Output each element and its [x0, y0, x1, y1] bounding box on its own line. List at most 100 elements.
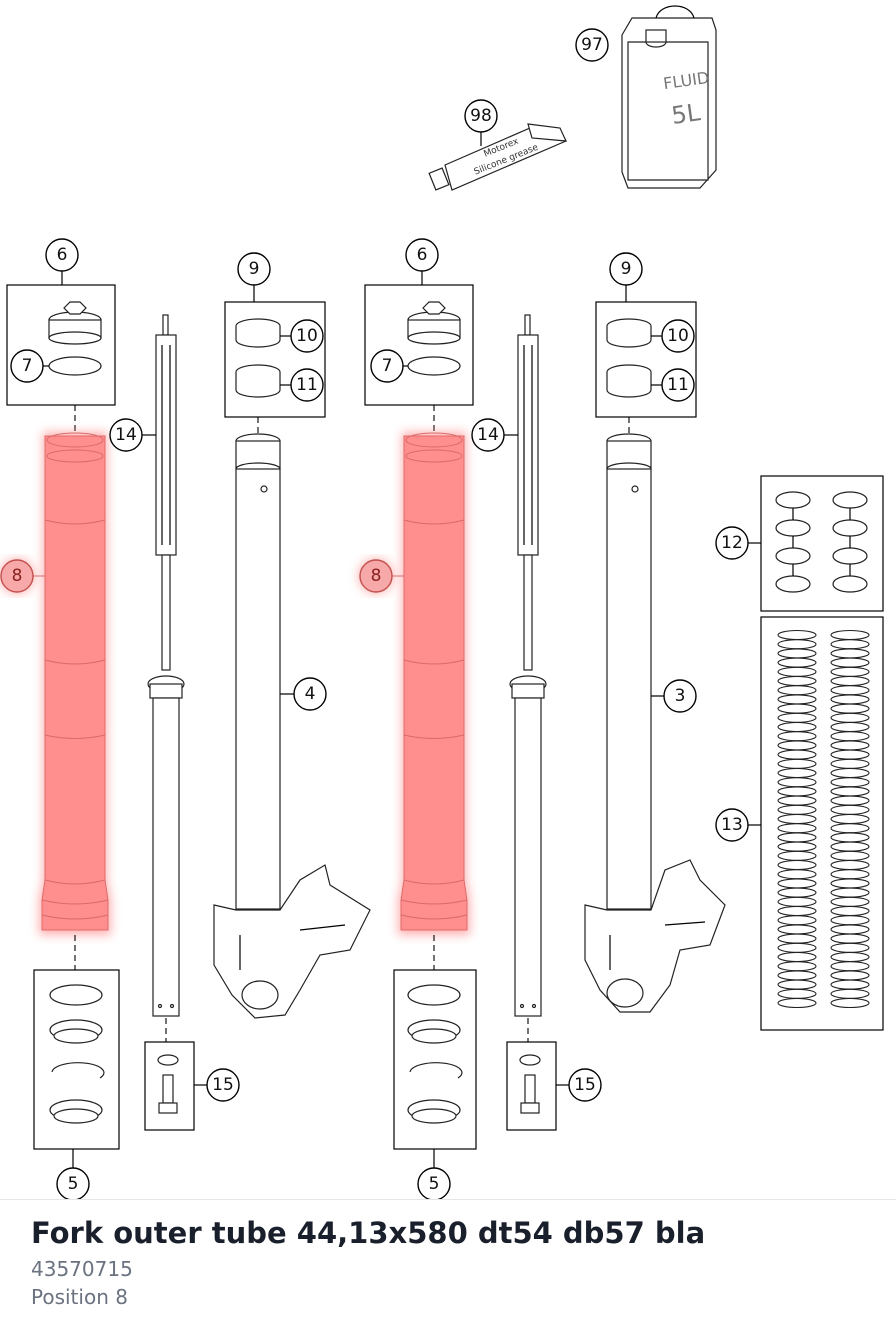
seal-kit-box-left	[33, 969, 120, 1150]
svg-text:14: 14	[477, 425, 499, 445]
spring-coil	[830, 951, 870, 963]
spring-coil	[777, 933, 817, 944]
spring-coil	[830, 942, 870, 953]
svg-text:12: 12	[721, 533, 743, 553]
callout-7-right[interactable]: 7	[370, 349, 404, 383]
callout-5-left[interactable]: 5	[56, 1167, 90, 1200]
bushing-10-left[interactable]	[235, 318, 281, 348]
callout-13[interactable]: 13	[715, 808, 749, 842]
svg-text:6: 6	[417, 245, 428, 265]
seal-kit-left[interactable]	[49, 984, 105, 1124]
seal-kit-box-right	[393, 969, 477, 1150]
fork-fluid-can[interactable]: FLUID 5L	[621, 5, 717, 189]
spring-coil	[777, 841, 817, 852]
callout-10-right[interactable]: 10	[661, 319, 695, 353]
bushing-11-right[interactable]	[606, 364, 652, 398]
spring-coil	[777, 869, 817, 880]
svg-text:9: 9	[249, 259, 260, 279]
spring-coil	[777, 749, 817, 760]
spring-coil	[777, 951, 817, 963]
callout-15-left[interactable]: 15	[206, 1068, 240, 1102]
spring-coil	[830, 905, 870, 917]
spring-coil	[830, 915, 870, 926]
o-ring-left[interactable]	[48, 356, 102, 376]
callout-11-left[interactable]: 11	[290, 368, 324, 402]
spring-coil	[830, 657, 870, 668]
callout-98[interactable]: 98	[464, 99, 498, 146]
callout-9-right[interactable]: 9	[609, 252, 643, 286]
bushing-kit-box-right	[595, 301, 697, 418]
svg-text:8: 8	[12, 566, 23, 586]
callout-11-right[interactable]: 11	[661, 368, 695, 402]
silicone-grease-tube[interactable]: Motorex Silicone grease	[428, 123, 567, 191]
o-ring-right[interactable]	[407, 356, 461, 376]
spring-coil	[830, 850, 870, 861]
fork-outer-tube-left[interactable]	[39, 432, 111, 935]
seal-kit-right[interactable]	[407, 984, 463, 1124]
callout-6-right[interactable]: 6	[405, 238, 439, 272]
callout-3[interactable]: 3	[663, 679, 697, 713]
svg-text:13: 13	[721, 815, 743, 835]
spring-coil	[777, 795, 817, 806]
bolt-kit-right[interactable]	[519, 1054, 541, 1114]
spring-coil	[830, 786, 870, 797]
callout-14-right[interactable]: 14	[471, 418, 505, 452]
spring-coil	[830, 721, 870, 733]
spring-coil	[777, 878, 817, 889]
fork-cap-right[interactable]	[407, 301, 461, 345]
svg-text:10: 10	[296, 326, 318, 346]
spring-coil	[777, 850, 817, 861]
spring-coil	[777, 905, 817, 917]
spring-coil	[830, 813, 870, 825]
callout-4[interactable]: 4	[293, 677, 327, 711]
bolt-kit-left[interactable]	[157, 1054, 179, 1114]
callout-9-left[interactable]: 9	[237, 252, 271, 286]
spring-coil	[830, 887, 870, 898]
spring-coil	[777, 657, 817, 668]
spring-coil	[830, 666, 870, 677]
spring-coil	[777, 712, 817, 723]
fork-inner-tube-left[interactable]	[213, 433, 371, 1019]
spring-coil	[777, 629, 817, 641]
spacer-washers[interactable]	[775, 491, 868, 593]
callout-97[interactable]: 97	[575, 28, 609, 62]
part-info-panel: Fork outer tube 44,13x580 dt54 db57 bla …	[0, 1199, 896, 1336]
callout-15-right[interactable]: 15	[568, 1068, 602, 1102]
spring-coil	[777, 648, 817, 659]
svg-text:98: 98	[470, 106, 492, 126]
cap-kit-box-right	[364, 284, 474, 406]
spring-coil	[830, 933, 870, 944]
fork-springs[interactable]	[777, 629, 870, 1009]
spring-coil	[830, 988, 870, 999]
callout-8-left[interactable]: 8	[0, 558, 45, 594]
callout-12[interactable]: 12	[715, 526, 749, 560]
fork-inner-tube-right[interactable]	[584, 433, 726, 1013]
fork-cap-left[interactable]	[48, 301, 102, 345]
spring-coil	[777, 731, 817, 742]
svg-text:8: 8	[371, 566, 382, 586]
bushing-11-left[interactable]	[235, 364, 281, 398]
spring-coil	[830, 777, 870, 788]
cap-kit-box-left	[6, 284, 116, 406]
damper-cartridge-left[interactable]	[147, 314, 185, 1017]
spring-coil	[830, 639, 870, 650]
callout-8-right[interactable]: 8	[358, 558, 404, 594]
spring-coil	[777, 639, 817, 650]
spring-coil	[830, 795, 870, 806]
exploded-parts-diagram: FLUID 5L 97 Motorex Silicone grease 98 7…	[0, 5, 884, 1200]
spring-coil	[830, 629, 870, 641]
callout-6-left[interactable]: 6	[45, 238, 79, 272]
bushing-10-right[interactable]	[606, 318, 652, 348]
callout-5-right[interactable]: 5	[417, 1167, 451, 1200]
spring-coil	[777, 915, 817, 926]
damper-cartridge-right[interactable]	[509, 314, 547, 1017]
fork-outer-tube-right[interactable]	[398, 432, 470, 935]
bushing-kit-box-left	[224, 301, 326, 418]
callout-14-left[interactable]: 14	[109, 418, 143, 452]
spring-coil	[777, 666, 817, 677]
svg-text:3: 3	[675, 686, 686, 706]
callout-7-left[interactable]: 7	[10, 349, 44, 383]
spring-coil	[830, 924, 870, 935]
spring-coil	[777, 887, 817, 898]
callout-10-left[interactable]: 10	[290, 319, 324, 353]
